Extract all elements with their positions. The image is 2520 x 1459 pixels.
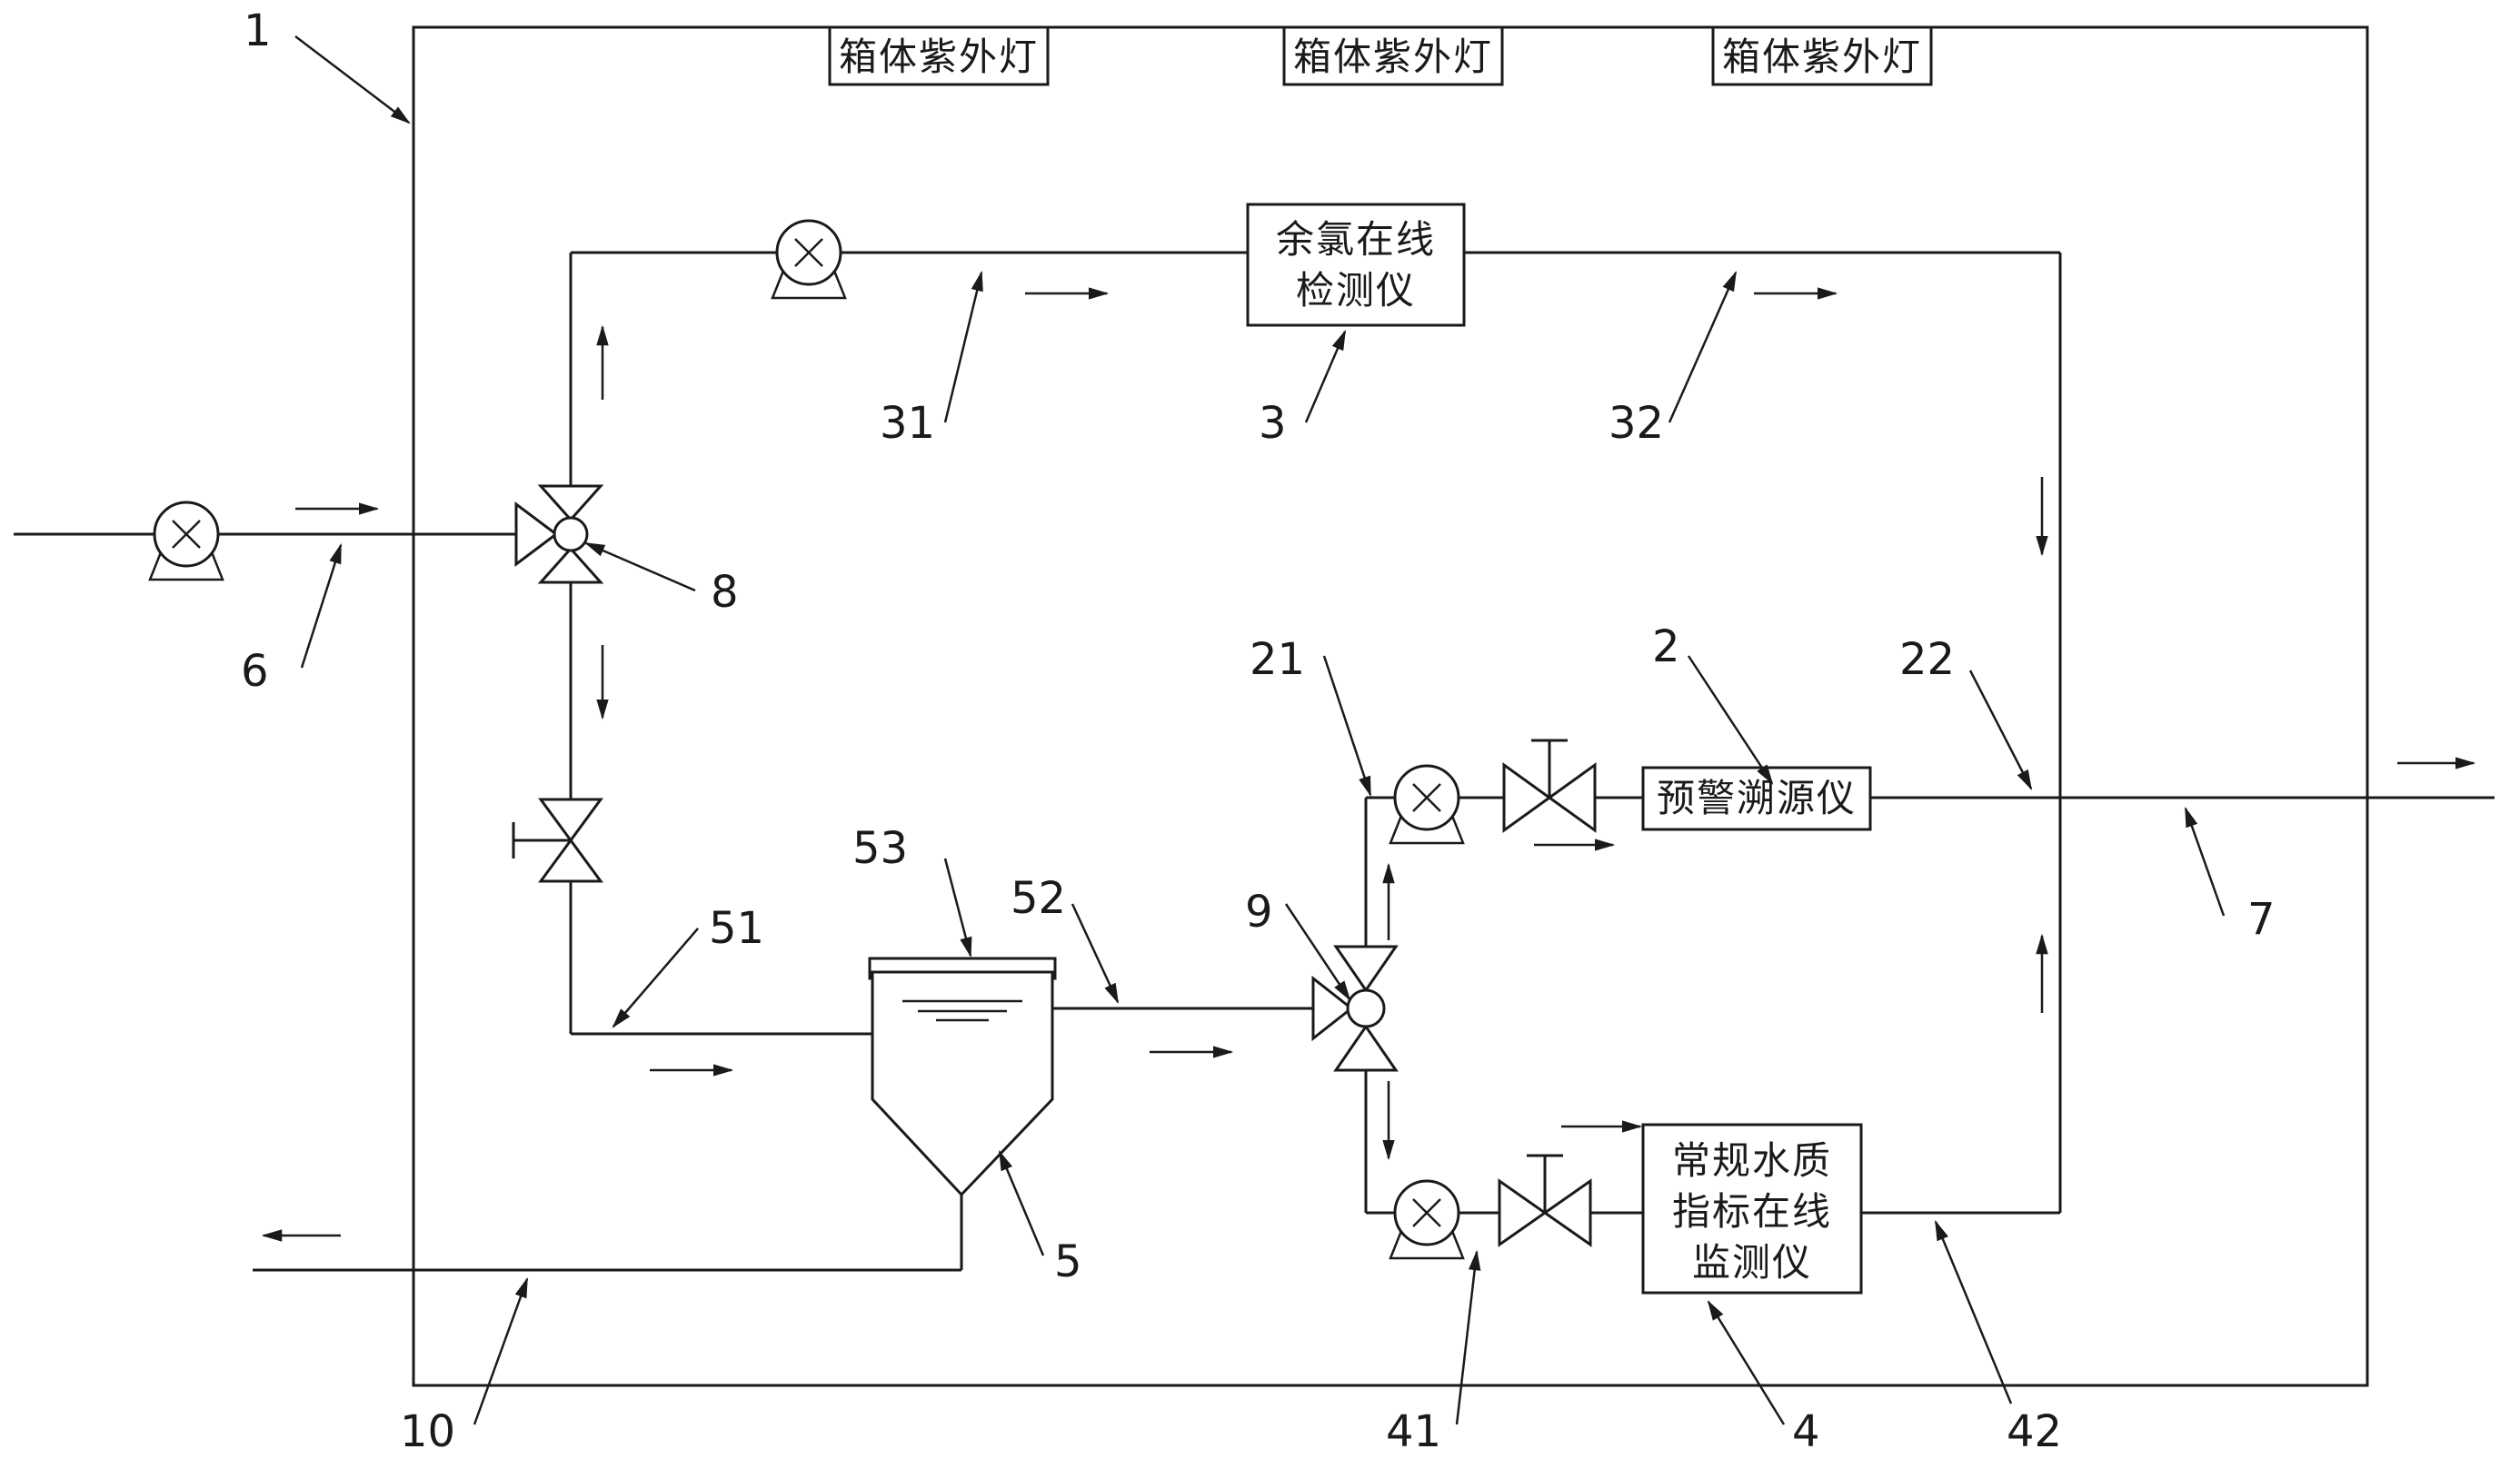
uv-lamp-3: 箱体紫外灯 xyxy=(1711,25,1933,86)
quality-monitor-line2: 指标在线 xyxy=(1672,1189,1832,1234)
ref-10: 10 xyxy=(400,1406,455,1457)
inlet-pump-icon xyxy=(148,501,224,581)
flow-arrows xyxy=(261,287,2476,1242)
ref-32: 32 xyxy=(1609,398,1664,449)
quality-monitor-line3: 监测仪 xyxy=(1692,1240,1812,1285)
ref-42: 42 xyxy=(2007,1406,2062,1457)
quality-monitor-line1: 常规水质 xyxy=(1672,1138,1832,1183)
ref-51: 51 xyxy=(709,903,764,954)
ref-9: 9 xyxy=(1245,887,1273,938)
ref-3: 3 xyxy=(1259,398,1287,449)
uv-lamp-3-label: 箱体紫外灯 xyxy=(1722,35,1922,79)
uv-lamp-1-label: 箱体紫外灯 xyxy=(839,35,1039,79)
monitor-branch-pump-icon xyxy=(1389,1179,1465,1260)
manual-valve-vertical-icon xyxy=(512,798,603,883)
ref-2: 2 xyxy=(1652,621,1680,672)
chlorine-analyzer-line1: 余氯在线 xyxy=(1276,217,1436,262)
ref-22: 22 xyxy=(1899,634,1955,685)
ref-31: 31 xyxy=(880,398,935,449)
ref-41: 41 xyxy=(1386,1406,1441,1457)
uv-lamp-2: 箱体紫外灯 xyxy=(1282,25,1504,86)
ref-8: 8 xyxy=(711,567,739,618)
warning-branch-pump-icon xyxy=(1389,764,1465,845)
ref-52: 52 xyxy=(1011,873,1066,924)
ref-1: 1 xyxy=(244,5,272,56)
manual-valve-21-icon xyxy=(1502,739,1597,833)
leader-lines xyxy=(294,35,2226,1425)
ref-5: 5 xyxy=(1054,1236,1082,1287)
uv-lamp-1: 箱体紫外灯 xyxy=(828,25,1050,86)
ref-7: 7 xyxy=(2247,894,2276,945)
three-way-valve-8-icon xyxy=(514,484,604,584)
ref-4: 4 xyxy=(1792,1406,1820,1457)
chlorine-branch-pump-icon xyxy=(771,219,847,300)
uv-lamp-2-label: 箱体紫外灯 xyxy=(1293,35,1493,79)
ref-53: 53 xyxy=(852,823,908,874)
residual-chlorine-analyzer: 余氯在线 检测仪 xyxy=(1246,203,1466,327)
water-quality-monitor: 常规水质 指标在线 监测仪 xyxy=(1641,1123,1863,1295)
ref-21: 21 xyxy=(1250,634,1305,685)
chlorine-analyzer-line2: 检测仪 xyxy=(1296,268,1416,313)
ref-6: 6 xyxy=(241,646,269,697)
three-way-valve-9-icon xyxy=(1311,945,1399,1072)
warning-tracer-instrument: 预警溯源仪 xyxy=(1641,766,1872,831)
warning-tracer-label: 预警溯源仪 xyxy=(1657,776,1857,820)
settling-tank-icon xyxy=(868,957,1057,1197)
manual-valve-41-icon xyxy=(1498,1154,1592,1247)
